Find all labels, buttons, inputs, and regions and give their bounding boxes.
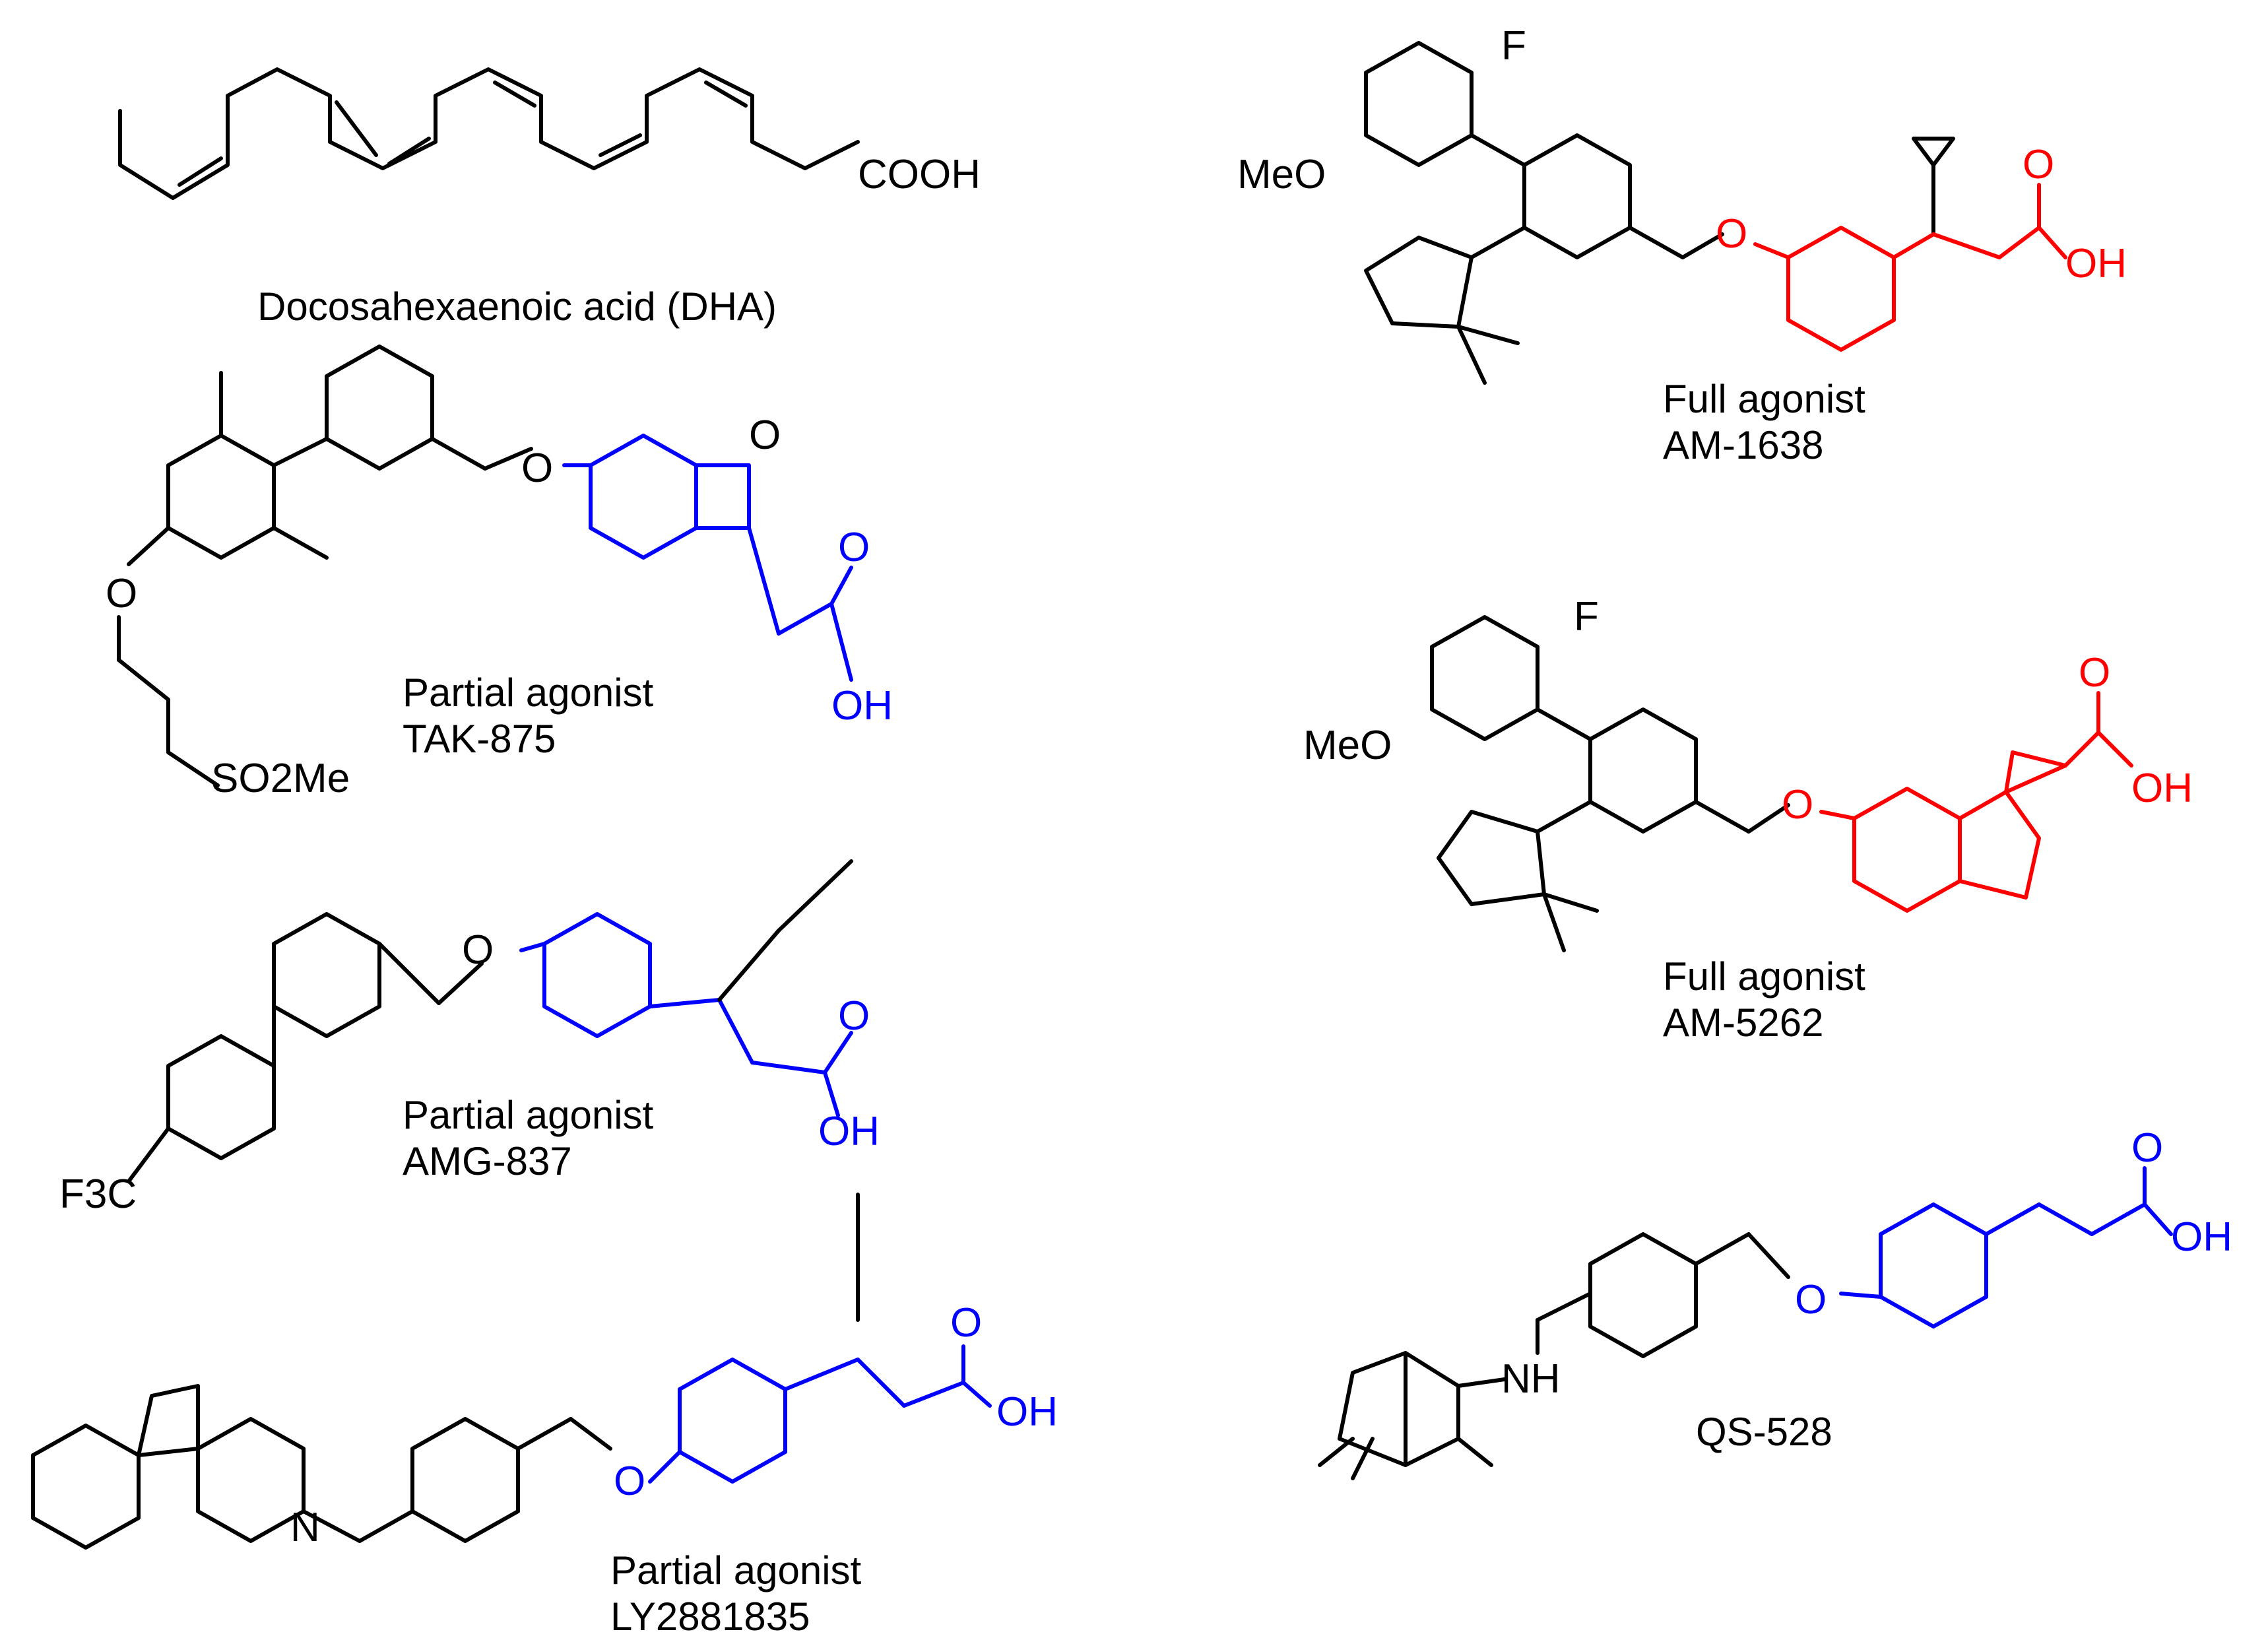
dha-cooh-label: COOH bbox=[858, 152, 981, 197]
ly-activity-caption: Partial agonist bbox=[610, 1548, 862, 1593]
am1638-ether-o-label: O bbox=[1716, 211, 1747, 257]
amg-837-structure: O O OH F3C Partial agonist AMG-837 bbox=[59, 859, 880, 1217]
tak-dimethylphenyl-ring bbox=[166, 434, 276, 560]
ly-piperidine-ring bbox=[196, 1417, 306, 1543]
am1638-central-ring bbox=[1522, 133, 1632, 259]
am1638-activity-caption: Full agonist bbox=[1663, 377, 1865, 421]
ly-benzyl-ring bbox=[410, 1417, 520, 1543]
qs-nh-label: NH bbox=[1501, 1356, 1561, 1402]
am5262-cyclopentane-ring bbox=[1437, 810, 1546, 906]
ly-oh-label: OH bbox=[996, 1389, 1058, 1435]
qs-bornyl-cage bbox=[1338, 1351, 1460, 1467]
ly-piperidine-n-label: N bbox=[290, 1505, 320, 1550]
tak-furan-o-label: O bbox=[749, 412, 781, 458]
ly-carbonyl-o-label: O bbox=[950, 1300, 982, 1346]
amg-ether-o-label: O bbox=[462, 927, 494, 973]
am5262-f-label: F bbox=[1574, 594, 1599, 640]
ly-ether-o-label: O bbox=[614, 1459, 645, 1504]
amg-cf3-label: F3C bbox=[59, 1171, 137, 1217]
tak-activity-caption: Partial agonist bbox=[403, 671, 654, 715]
dha-structure: COOH Docosahexaenoic acid (DHA) bbox=[118, 67, 981, 329]
ly-indene-benzene bbox=[31, 1424, 141, 1550]
am-5262-structure: F MeO O O OH Full agonist AM-5262 bbox=[1303, 594, 2193, 1045]
tak-875-structure: O O O O OH SO2Me Partial agonist TAK-875 bbox=[106, 345, 893, 801]
qs-ether-o-label: O bbox=[1795, 1277, 1827, 1323]
am1638-fluoroanisole-ring bbox=[1364, 41, 1474, 167]
am5262-activity-caption: Full agonist bbox=[1663, 954, 1865, 999]
dha-double-bond-3 bbox=[387, 137, 431, 166]
amg-carbonyl-o-label: O bbox=[838, 993, 870, 1039]
amg-biphenyl-ring-1 bbox=[272, 912, 381, 1038]
tak-benzofuran-benzene bbox=[589, 434, 698, 560]
ly-name-caption: LY2881835 bbox=[610, 1594, 810, 1639]
dha-double-bond-4 bbox=[493, 81, 536, 108]
qs-528-structure: NH O O OH QS-528 bbox=[1318, 1125, 2232, 1480]
am1638-cyclopropyl bbox=[1912, 137, 1955, 167]
am5262-indane-benzene bbox=[1852, 787, 1962, 913]
am-1638-structure: F MeO O O OH Full agonist AM-1638 bbox=[1237, 23, 2127, 467]
amg-activity-caption: Partial agonist bbox=[403, 1093, 654, 1137]
tak-name-caption: TAK-875 bbox=[403, 717, 556, 761]
am1638-f-label: F bbox=[1501, 23, 1526, 69]
am1638-carbonyl-o-label: O bbox=[2023, 142, 2054, 187]
amg-phenoxy-ring bbox=[542, 912, 652, 1038]
dha-double-bond-6 bbox=[704, 81, 748, 108]
tak-carbonyl-o-label: O bbox=[838, 525, 870, 570]
tak-ether-o-label: O bbox=[521, 445, 553, 491]
am5262-spirocyclopropane bbox=[2004, 750, 2067, 794]
qs-phenoxy-ring bbox=[1879, 1202, 1988, 1329]
am1638-phenoxy-ring bbox=[1786, 226, 1896, 352]
tak-oh-label: OH bbox=[831, 683, 893, 729]
am1638-cyclopentene-ring bbox=[1364, 236, 1474, 329]
dha-caption: Docosahexaenoic acid (DHA) bbox=[257, 284, 777, 329]
am5262-oh-label: OH bbox=[2131, 766, 2193, 811]
ly-phenoxy-ring bbox=[678, 1358, 787, 1484]
am5262-central-ring bbox=[1588, 707, 1698, 834]
tak-phenyl-ring bbox=[325, 345, 434, 471]
qs-oh-label: OH bbox=[2171, 1214, 2232, 1260]
am5262-ether-o-label: O bbox=[1782, 782, 1813, 828]
dha-double-bond-1 bbox=[178, 156, 223, 187]
amg-name-caption: AMG-837 bbox=[403, 1139, 572, 1183]
amg-biphenyl-ring-2 bbox=[166, 1034, 276, 1160]
qs-benzyl-ring bbox=[1588, 1232, 1698, 1358]
qs-name-caption: QS-528 bbox=[1696, 1410, 1832, 1454]
am5262-meo-label: MeO bbox=[1303, 723, 1392, 768]
qs-carbonyl-o-label: O bbox=[2131, 1125, 2163, 1171]
am1638-meo-label: MeO bbox=[1237, 152, 1326, 197]
tak-aryl-o-label: O bbox=[106, 571, 137, 616]
am1638-oh-label: OH bbox=[2065, 241, 2127, 286]
tak-so2me-label: SO2Me bbox=[211, 756, 350, 801]
ly2881835-structure: N O O OH Partial agonist LY2881835 bbox=[31, 1193, 1058, 1639]
am5262-fluoroanisole-ring bbox=[1430, 615, 1539, 741]
am5262-name-caption: AM-5262 bbox=[1663, 1001, 1823, 1045]
am5262-carbonyl-o-label: O bbox=[2079, 650, 2110, 696]
dha-backbone bbox=[118, 67, 860, 200]
dha-double-bond-2 bbox=[335, 100, 378, 157]
amg-oh-label: OH bbox=[818, 1109, 880, 1154]
dha-double-bond-5 bbox=[599, 133, 642, 157]
am1638-name-caption: AM-1638 bbox=[1663, 423, 1823, 467]
